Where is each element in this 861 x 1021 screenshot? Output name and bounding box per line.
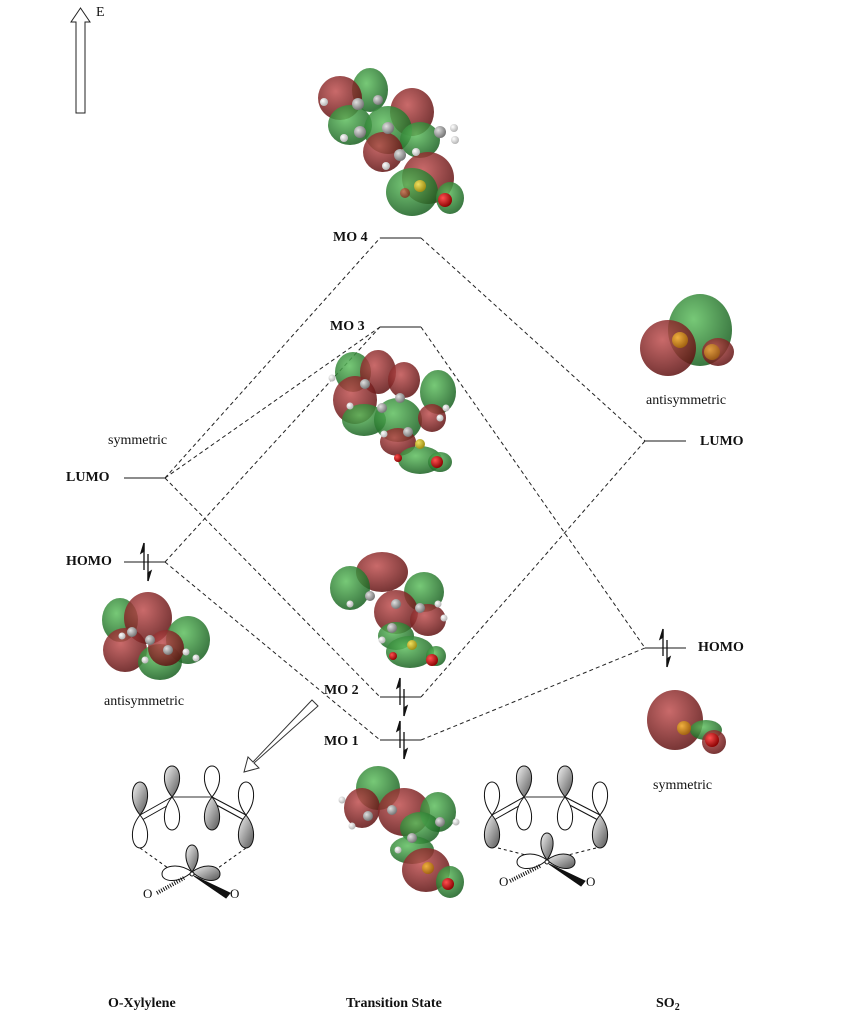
electron-pair-icon	[395, 720, 409, 760]
oxylylene-lumo-label: LUMO	[66, 470, 110, 485]
corr-lumo-mo4	[164, 237, 381, 479]
column-label-oxylylene: O-Xylylene	[108, 996, 176, 1011]
electron-pair-icon	[658, 628, 672, 668]
mo1-orbital-image	[338, 766, 464, 898]
so2-subscript: 2	[674, 1002, 680, 1013]
so2-lumo-label: LUMO	[700, 434, 744, 449]
energy-axis-label: E	[96, 5, 105, 20]
mo4-label: MO 4	[333, 230, 368, 245]
oxygen-label-left-2: O	[230, 886, 240, 901]
oxylylene-orbital-schematic	[132, 765, 254, 899]
corr-mo2-so2lumo	[420, 440, 646, 698]
oxylylene-lumo-symmetry: symmetric	[108, 433, 168, 448]
corr-lumo-mo3	[164, 326, 381, 479]
so2-orbital-schematic	[484, 765, 608, 887]
so2-lumo-symmetry: antisymmetric	[646, 393, 727, 408]
mo4-orbital-image	[318, 68, 464, 216]
electron-pair-icon	[395, 677, 409, 717]
so2-homo-symmetry: symmetric	[653, 778, 713, 793]
energy-arrow-icon	[70, 7, 91, 114]
corr-mo3-so2homo	[420, 326, 646, 649]
column-label-so2: SO2	[656, 996, 680, 1013]
corr-mo1-so2homo	[420, 647, 646, 741]
mo1-label: MO 1	[324, 734, 359, 749]
oxygen-label-left-1: O	[143, 886, 153, 901]
oxylylene-homo-symmetry: antisymmetric	[104, 694, 185, 709]
electron-pairs	[139, 542, 672, 760]
mo3-label: MO 3	[330, 319, 365, 334]
so2-homo-orbital-image	[647, 690, 726, 754]
oxylylene-homo-label: HOMO	[66, 554, 112, 569]
oxygen-label-right-2: O	[586, 874, 596, 889]
corr-homo-mo1	[164, 561, 381, 741]
reaction-arrow-icon	[243, 699, 319, 773]
correlation-lines	[164, 237, 646, 741]
oxylylene-homo-orbital-image	[102, 592, 210, 680]
so2-homo-label: HOMO	[698, 640, 744, 655]
mo2-label: MO 2	[324, 683, 359, 698]
mo3-orbital-image	[328, 350, 456, 474]
column-label-transition-state: Transition State	[346, 996, 442, 1011]
oxygen-label-right-1: O	[499, 874, 509, 889]
so2-lumo-orbital-image	[640, 294, 734, 376]
corr-mo4-so2lumo	[420, 237, 646, 442]
electron-pair-icon	[139, 542, 153, 582]
mo2-orbital-image	[330, 552, 448, 668]
corr-lumo-mo2	[164, 477, 381, 698]
so2-main: SO	[656, 996, 675, 1011]
